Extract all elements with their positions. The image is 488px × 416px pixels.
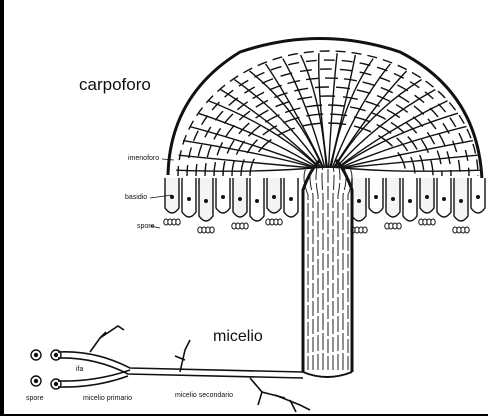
basidium <box>403 178 417 221</box>
basidium <box>250 178 264 221</box>
stipe-hypha <box>310 165 313 370</box>
stipe-hypha <box>333 165 334 370</box>
spore <box>431 219 435 225</box>
basidium <box>369 178 383 213</box>
basidium <box>471 178 485 213</box>
germinating-spores <box>31 350 61 389</box>
basidium <box>182 178 196 217</box>
basidium <box>453 178 469 233</box>
basidium <box>198 178 214 233</box>
basidium <box>266 178 282 225</box>
label-imenoforo: imenoforo <box>128 155 159 162</box>
label-micelio: micelio <box>213 328 263 346</box>
stipe-hyphae <box>304 165 352 370</box>
basidium <box>284 178 298 217</box>
spore <box>244 223 248 229</box>
label-ifa: ifa <box>76 366 83 373</box>
cap-hypha-arc <box>250 123 406 176</box>
hymenium-row <box>164 178 485 233</box>
stipe-hypha <box>338 165 340 370</box>
basidium <box>385 178 401 229</box>
label-micelio-secondario: micelio secondario <box>175 392 233 399</box>
cap-hypha <box>301 55 327 168</box>
basidium <box>216 178 230 213</box>
basidium <box>164 178 180 225</box>
basidium <box>232 178 248 229</box>
cap-hypha <box>332 64 390 168</box>
cap-hypha <box>342 155 478 168</box>
cap-hypha <box>329 53 338 168</box>
stipe-hypha <box>343 165 346 370</box>
stipe-hypha <box>316 165 318 370</box>
spore <box>363 227 367 233</box>
spore <box>210 227 214 233</box>
stipe-hypha <box>304 165 308 370</box>
label-carpoforo: carpoforo <box>79 75 151 95</box>
stipe-hypha <box>322 165 323 370</box>
spore <box>397 223 401 229</box>
label-micelio-primario: micelio primario <box>83 395 132 402</box>
label-basidio: basidio <box>125 194 147 201</box>
spore <box>465 227 469 233</box>
spore <box>278 219 282 225</box>
cap-hypha-arc <box>178 51 478 176</box>
label-spore-top: spore <box>137 223 155 230</box>
basidium <box>419 178 435 225</box>
spore <box>176 219 180 225</box>
cap-hyphae <box>176 51 479 176</box>
basidium <box>437 178 451 217</box>
label-spore-bottom: spore <box>26 395 44 402</box>
